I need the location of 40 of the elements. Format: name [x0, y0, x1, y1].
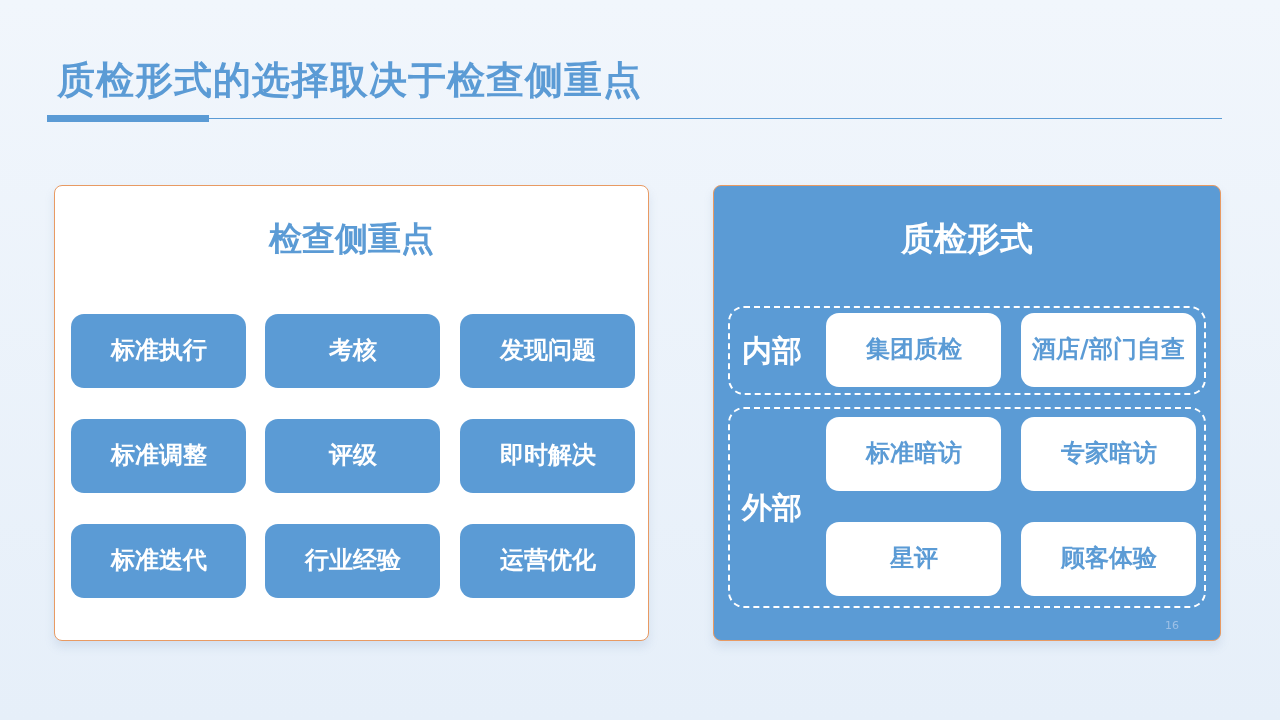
panel: [54, 185, 649, 641]
rounded-box: [460, 419, 635, 493]
box-label: 评级: [328, 442, 377, 470]
rounded-box: [826, 522, 1001, 596]
box-label: 星评: [889, 545, 938, 573]
box-label: 专家暗访: [1060, 440, 1157, 468]
box-label: 运营优化: [499, 547, 596, 575]
dashed-group-frame: [728, 407, 1206, 608]
rounded-box: [71, 524, 246, 598]
box-label: 酒店/部门自查: [1032, 336, 1185, 364]
group-label: 内部: [742, 333, 802, 368]
panel: [713, 185, 1221, 641]
box-label: 标准暗访: [865, 440, 962, 468]
box-label: 集团质检: [865, 336, 962, 364]
rounded-box: [1021, 417, 1196, 491]
box-label: 发现问题: [499, 337, 596, 365]
rounded-box: [265, 524, 440, 598]
box-label: 标准执行: [110, 337, 207, 365]
rounded-box: [826, 417, 1001, 491]
page-number: 16: [1165, 620, 1179, 633]
panel-heading: 检查侧重点: [269, 220, 434, 258]
rounded-box: [460, 314, 635, 388]
rounded-box: [71, 314, 246, 388]
title: 质检形式的选择取决于检查侧重点: [57, 58, 642, 104]
box-label: 标准迭代: [110, 547, 207, 575]
panel-heading: 质检形式: [901, 220, 1033, 258]
rounded-box: [71, 419, 246, 493]
box-label: 顾客体验: [1060, 545, 1157, 573]
rounded-box: [265, 419, 440, 493]
group-label: 外部: [742, 490, 802, 525]
rounded-box: [826, 313, 1001, 387]
box-label: 标准调整: [110, 442, 207, 470]
box-label: 行业经验: [304, 547, 401, 575]
rounded-box: [460, 524, 635, 598]
box-label: 即时解决: [499, 442, 596, 470]
dashed-group-frame: [728, 306, 1206, 395]
rounded-box: [265, 314, 440, 388]
rounded-box: [1021, 313, 1196, 387]
rounded-box: [1021, 522, 1196, 596]
box-label: 考核: [328, 337, 377, 365]
